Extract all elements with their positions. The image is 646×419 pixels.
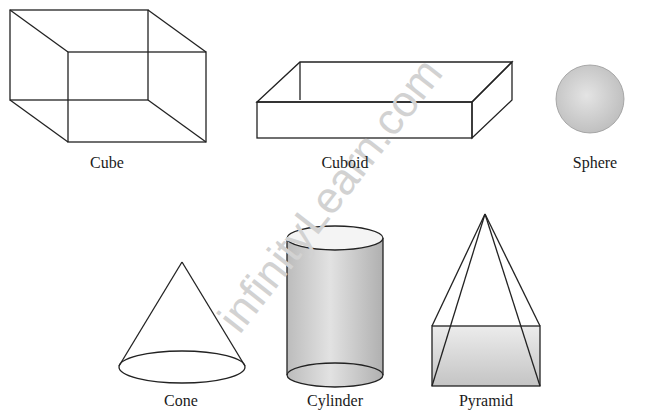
cube-figure	[10, 10, 206, 142]
shape-caption: Cuboid	[321, 154, 368, 172]
shape-caption: Cone	[164, 392, 198, 410]
shape-caption: Pyramid	[459, 392, 513, 410]
sphere-figure	[556, 65, 624, 133]
pyramid-figure	[432, 214, 540, 386]
shape-caption: Sphere	[573, 154, 617, 172]
shape-caption: Cylinder	[307, 392, 363, 410]
shape-caption: Cube	[90, 154, 124, 172]
